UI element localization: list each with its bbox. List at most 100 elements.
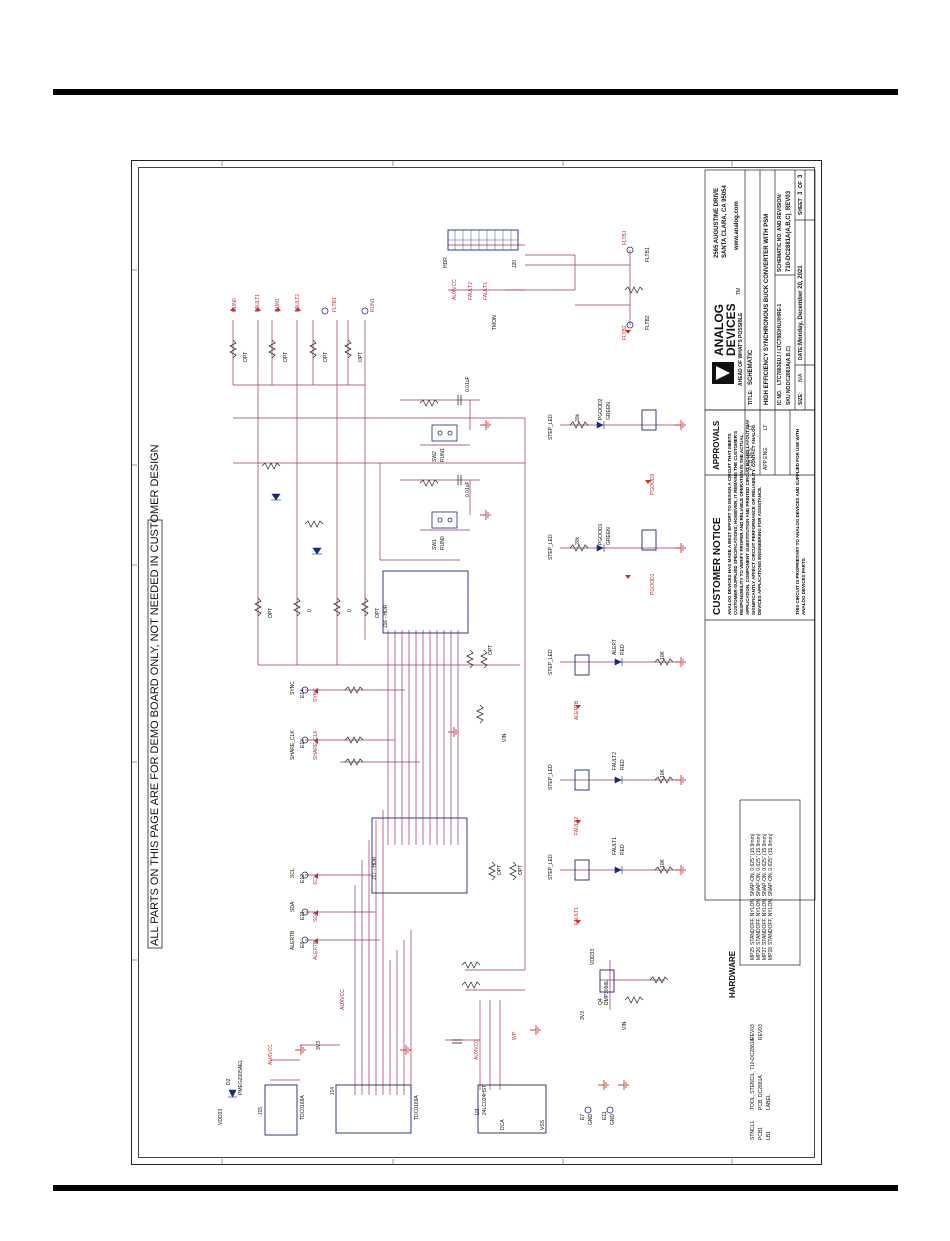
q4-part: DMP3098L xyxy=(604,979,610,1005)
net-auxvcc-j20: AUXVCC xyxy=(452,279,458,300)
d2-part: PMEG2005AEL xyxy=(238,1059,244,1095)
ref-e8: E8 xyxy=(300,941,306,948)
date-value: Monday, December 20, 2021 xyxy=(798,265,804,345)
company-tagline: AHEAD OF WHAT'S POSSIBLE xyxy=(738,312,744,386)
sku-label: SKU NO. xyxy=(786,384,792,405)
net-alertb: ALERTB xyxy=(290,930,296,950)
led-fault2-color: RED xyxy=(620,759,626,770)
size-value: N/A xyxy=(798,373,804,382)
res-10k-1: 10K xyxy=(660,651,666,660)
led-pgood2-label: PGOOD2 xyxy=(598,398,604,420)
customer-notice-body: ANALOG DEVICES HAS MADE A BEST EFFORT TO… xyxy=(727,419,762,615)
net-fault2-j20: FAULT2 xyxy=(468,282,474,300)
net-alertb-led: ALERTB xyxy=(574,700,580,720)
net-step-led-1: STEP_LED xyxy=(548,854,554,880)
ref-d2: D2 xyxy=(226,1078,232,1085)
standoff-desc: STANDOFF, NYLON, SNAP-ON, 0.625" (15.9mm… xyxy=(768,833,774,945)
j16-box xyxy=(382,570,469,634)
res-10k-3: 10K xyxy=(660,859,666,868)
res-20k-2: 20k xyxy=(575,413,581,422)
led-pgood1-label: PGOOD1 xyxy=(598,523,604,545)
gnd-label-2: GND xyxy=(610,1113,616,1125)
c-value-1: 0.01uF xyxy=(465,481,471,497)
net-share-clk: SHARE_CLK xyxy=(290,730,296,760)
led-alert-label: ALERT xyxy=(612,638,618,655)
led-pgood2-color: GREEN xyxy=(606,402,612,420)
top-rule xyxy=(53,89,898,95)
demo-only-banner: ALL PARTS ON THIS PAGE ARE FOR DEMO BOAR… xyxy=(149,444,161,946)
hardware-row-ref: LB1 xyxy=(766,1131,772,1140)
net-sync: SYNC xyxy=(290,681,296,695)
res-opt-4: OPT xyxy=(358,351,364,362)
hardware-row-rev: REV03 xyxy=(758,1024,764,1040)
gnd-label: GND xyxy=(588,1113,594,1125)
net-en-red-2: RUN1 xyxy=(275,298,281,312)
net-vin-2: VIN xyxy=(502,733,508,742)
ref-e13: E13 xyxy=(300,739,306,748)
title-value: SCHEMATIC xyxy=(748,349,754,385)
app-eng-label: APP ENG. xyxy=(763,446,769,470)
sch-no-label: SCHEMATIC NO. AND REVISION: xyxy=(777,193,783,272)
hardware-row-ref: PCB1 xyxy=(758,1126,764,1140)
u3-box xyxy=(477,1084,547,1134)
ref-j17: J17 - HDR xyxy=(372,856,378,880)
net-fault1-top: FAULT1 xyxy=(255,294,261,312)
j14-box xyxy=(335,1084,412,1134)
ref-u3: U3 xyxy=(475,1108,481,1115)
net-fltb2-red: FLTB2 xyxy=(622,325,628,340)
net-3v3: 3V3 xyxy=(316,1041,322,1050)
net-en-red-1: RUN0 xyxy=(232,298,238,312)
ref-e7: E7 xyxy=(580,1113,586,1120)
net-alertb-red: ALERTB xyxy=(313,940,319,960)
ic-no: LTC7883EUJ / LTC7883HUJ/HRE-1 xyxy=(777,303,783,385)
sheet-inner-border xyxy=(138,167,815,1158)
res-opt-2: OPT xyxy=(283,351,289,362)
net-scl: SCL xyxy=(290,868,296,878)
standoff-ref: MP28 xyxy=(768,946,774,960)
company-name-line2: DEVICES xyxy=(724,303,738,356)
net-fault1-j20: FAULT1 xyxy=(483,282,489,300)
company-web: www.analog.com xyxy=(734,201,740,250)
u3-part: 24LC024HST xyxy=(482,1084,488,1115)
net-fault2-top: FAULT2 xyxy=(295,294,301,312)
pcb-des-label: PCB DES. xyxy=(748,446,754,470)
net-wp: WP xyxy=(512,1031,518,1040)
net-sync-red: SYNC xyxy=(313,688,319,702)
net-vdd33-q4: VDD33 xyxy=(590,948,596,965)
net-step-led-3: STEP_LED xyxy=(548,649,554,675)
sw1-net: RUN0 xyxy=(440,536,446,550)
res-opt-6: OPT xyxy=(375,607,381,618)
net-fltb1-top: FLTB1 xyxy=(332,297,338,312)
sch-no: 710-DC2881A(A,B,C)_REV03 xyxy=(786,190,792,272)
banner-box xyxy=(147,519,163,949)
hardware-row-ref: STNCL1 xyxy=(750,1120,756,1140)
net-share-clk-red: SHARE_CLK xyxy=(313,730,319,760)
net-tmon: TMON xyxy=(492,315,498,330)
dc-no: DC2881A(A,B,C) xyxy=(786,346,792,385)
net-pgood1-red: PGOOD1 xyxy=(650,573,656,595)
u3-vss-pin: VSS xyxy=(540,1119,546,1130)
customer-notice-footer: THIS CIRCUIT IS PROPRIETARY TO ANALOG DE… xyxy=(795,428,806,615)
hardware-row-desc: TOOL, STENCIL, 710-DC2881A xyxy=(750,1038,756,1110)
title-label: TITLE: xyxy=(748,389,754,405)
hardware-heading: HARDWARE xyxy=(728,950,737,998)
net-sda-red: SDA xyxy=(313,911,319,922)
q-alert-box xyxy=(574,654,590,676)
led-alert-color: RED xyxy=(620,644,626,655)
res-zero-1: 0 xyxy=(307,609,313,612)
sheet-label: SHEET xyxy=(798,198,804,215)
net-step-led-5: STEP_LED xyxy=(548,414,554,440)
date-label: DATE: xyxy=(798,345,804,360)
net-fault2-red: FAULT2 xyxy=(574,817,580,835)
net-pgood2-red: PGOOD2 xyxy=(650,473,656,495)
approvals-title: APPROVALS xyxy=(712,420,721,470)
net-vdd33: VDD33 xyxy=(218,1108,224,1125)
hardware-row-desc: LABEL xyxy=(766,1094,772,1110)
company-tm: TM xyxy=(736,287,742,295)
res-10k-2: 10K xyxy=(660,769,666,778)
ref-e12: E12 xyxy=(300,874,306,883)
c-value-2: 0.01uF xyxy=(465,376,471,392)
subtitle: HIGH EFFICIENCY SYNCHRONOUS BUCK CONVERT… xyxy=(764,213,770,405)
res-opt-3: OPT xyxy=(323,351,329,362)
